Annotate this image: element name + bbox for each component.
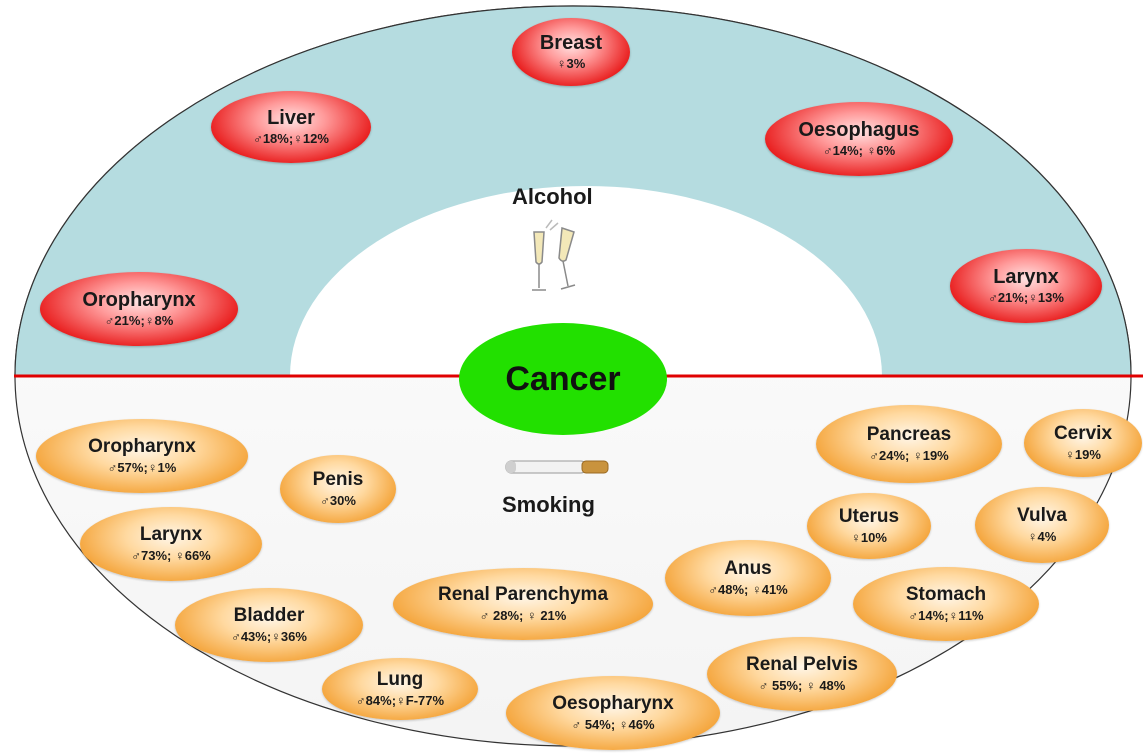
alcohol-node-oropharynx: Oropharynx ♂21%;♀8% <box>40 272 238 346</box>
node-stat: ♂21%;♀8% <box>105 313 174 329</box>
node-stat: ♂14%; ♀6% <box>823 143 895 159</box>
node-name: Oesophagus <box>798 119 919 141</box>
node-name: Larynx <box>140 525 202 546</box>
node-name: Uterus <box>839 507 899 528</box>
smoking-node-stomach: Stomach ♂14%;♀11% <box>853 567 1039 641</box>
smoking-node-oropharynx: Oropharynx ♂57%;♀1% <box>36 419 248 493</box>
alcohol-node-larynx: Larynx ♂21%;♀13% <box>950 249 1102 323</box>
node-stat: ♀3% <box>557 56 586 72</box>
node-name: Bladder <box>234 606 305 627</box>
node-stat: ♀19% <box>1065 447 1101 463</box>
node-name: Breast <box>540 32 602 54</box>
cigarette-icon <box>504 455 614 481</box>
node-name: Anus <box>724 559 772 580</box>
smoking-node-uterus: Uterus ♀10% <box>807 493 931 559</box>
smoking-node-cervix: Cervix ♀19% <box>1024 409 1142 477</box>
node-stat: ♂ 28%; ♀ 21% <box>480 608 567 624</box>
node-stat: ♀4% <box>1028 529 1057 545</box>
node-name: Oesopharynx <box>552 694 673 715</box>
smoking-node-anus: Anus ♂48%; ♀41% <box>665 540 831 616</box>
champagne-glasses-icon <box>528 218 588 298</box>
alcohol-node-liver: Liver ♂18%;♀12% <box>211 91 371 163</box>
node-name: Larynx <box>993 266 1059 288</box>
smoking-node-lung: Lung ♂84%;♀F-77% <box>322 658 478 720</box>
node-name: Stomach <box>906 585 986 606</box>
alcohol-node-breast: Breast ♀3% <box>512 18 630 86</box>
node-name: Renal Parenchyma <box>438 585 608 606</box>
smoking-node-bladder: Bladder ♂43%;♀36% <box>175 588 363 662</box>
smoking-label: Smoking <box>502 492 595 518</box>
node-stat: ♂14%;♀11% <box>908 608 983 624</box>
cancer-node: Cancer <box>459 323 667 435</box>
smoking-node-larynx: Larynx ♂73%; ♀66% <box>80 507 262 581</box>
node-name: Oropharynx <box>82 289 195 311</box>
cancer-label: Cancer <box>505 360 620 399</box>
smoking-node-renal-pelvis: Renal Pelvis ♂ 55%; ♀ 48% <box>707 637 897 711</box>
node-stat: ♂18%;♀12% <box>253 131 329 147</box>
alcohol-node-oesophagus: Oesophagus ♂14%; ♀6% <box>765 102 953 176</box>
node-stat: ♀10% <box>851 530 887 546</box>
smoking-node-pancreas: Pancreas ♂24%; ♀19% <box>816 405 1002 483</box>
node-stat: ♂57%;♀1% <box>108 460 177 476</box>
node-name: Penis <box>313 470 364 491</box>
node-stat: ♂30% <box>320 493 356 509</box>
node-stat: ♂84%;♀F-77% <box>356 693 444 709</box>
node-name: Renal Pelvis <box>746 655 858 676</box>
smoking-node-oesopharynx: Oesopharynx ♂ 54%; ♀46% <box>506 676 720 750</box>
smoking-node-penis: Penis ♂30% <box>280 455 396 523</box>
node-name: Lung <box>377 670 423 691</box>
node-stat: ♂ 55%; ♀ 48% <box>759 678 846 694</box>
node-name: Vulva <box>1017 506 1067 527</box>
alcohol-label: Alcohol <box>512 184 593 210</box>
node-name: Pancreas <box>867 425 952 446</box>
node-stat: ♂24%; ♀19% <box>869 448 948 464</box>
node-name: Cervix <box>1054 424 1112 445</box>
node-stat: ♂21%;♀13% <box>988 290 1064 306</box>
node-name: Oropharynx <box>88 437 196 458</box>
node-stat: ♂ 54%; ♀46% <box>571 717 654 733</box>
node-name: Liver <box>267 107 315 129</box>
node-stat: ♂73%; ♀66% <box>131 548 210 564</box>
node-stat: ♂43%;♀36% <box>231 629 307 645</box>
smoking-node-vulva: Vulva ♀4% <box>975 487 1109 563</box>
smoking-node-renal-parenchyma: Renal Parenchyma ♂ 28%; ♀ 21% <box>393 568 653 640</box>
node-stat: ♂48%; ♀41% <box>708 582 787 598</box>
